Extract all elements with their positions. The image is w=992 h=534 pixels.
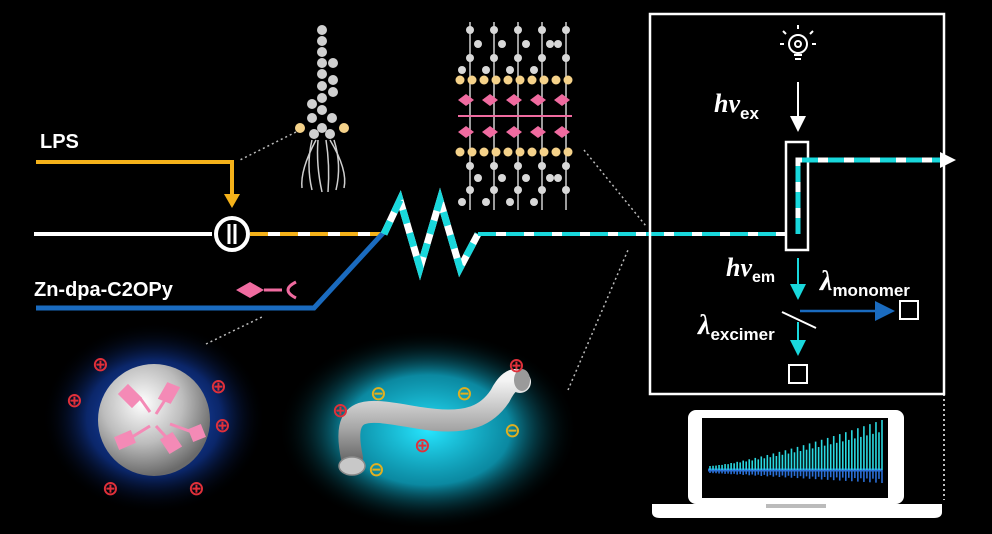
laptop-icon	[652, 410, 942, 518]
mixing-junction	[214, 216, 250, 252]
lps-line	[36, 160, 240, 208]
negative-charge-icon: ⊖	[456, 381, 473, 405]
positive-charge-icon: ⊕	[92, 352, 109, 376]
positive-charge-icon: ⊕	[210, 374, 227, 398]
probe-label: Zn-dpa-C2OPy	[34, 279, 174, 301]
excitation-label: hvex	[714, 89, 759, 123]
spectrum-plot	[708, 420, 883, 483]
negative-charge-icon: ⊖	[370, 381, 387, 405]
outlet-line	[795, 157, 940, 234]
positive-charge-icon: ⊕	[102, 476, 119, 500]
monomer-detector-icon	[899, 300, 919, 320]
excimer-detector-icon	[788, 364, 808, 384]
lps-molecule-icon	[295, 25, 349, 193]
dichroic-mirror	[781, 311, 817, 329]
positive-charge-icon: ⊕	[214, 413, 231, 437]
monomer-label: λmonomer	[819, 266, 910, 300]
positive-charge-icon: ⊕	[414, 433, 431, 457]
probe-micelle	[98, 364, 210, 476]
positive-charge-icon: ⊕	[332, 398, 349, 422]
lps-fibril	[338, 369, 531, 469]
reaction-coil	[380, 187, 482, 281]
negative-charge-icon: ⊖	[504, 418, 521, 442]
positive-charge-icon: ⊕	[188, 476, 205, 500]
micelle-probes	[114, 382, 206, 455]
lps-label: LPS	[40, 131, 79, 153]
detector-box	[648, 12, 946, 396]
lps-aggregate-icon	[455, 22, 573, 210]
probe-molecule-icon	[236, 280, 297, 300]
outlet-arrow-icon	[940, 152, 956, 168]
excimer-label: λexcimer	[697, 310, 775, 344]
negative-charge-icon: ⊖	[368, 457, 385, 481]
emission-label: hvem	[726, 253, 775, 286]
probe-line	[36, 230, 386, 311]
light-bulb-icon	[780, 25, 816, 60]
positive-charge-icon: ⊕	[66, 388, 83, 412]
positive-charge-icon: ⊕	[508, 353, 525, 377]
